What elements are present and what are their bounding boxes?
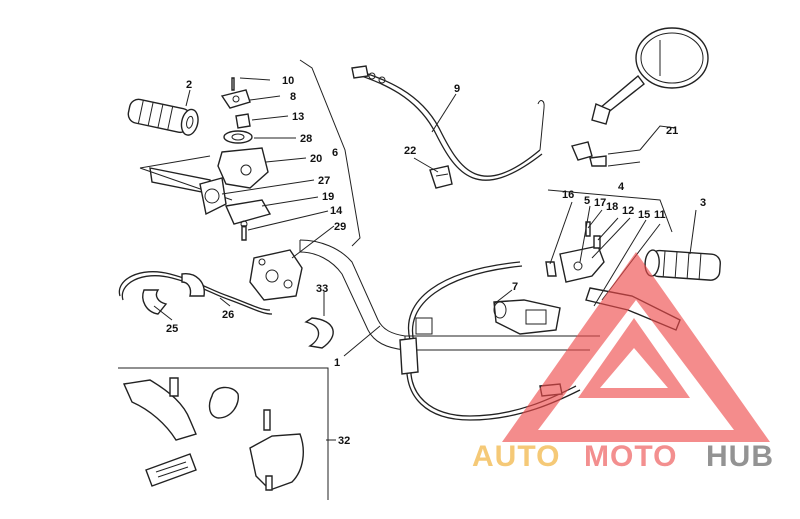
part-number-label: 13 — [292, 111, 304, 123]
right-grip — [644, 249, 721, 281]
watermark-word-moto: MOTO — [584, 440, 677, 473]
part-number-label: 26 — [222, 309, 234, 321]
handlebar — [299, 239, 600, 351]
part-number-labels: 1 2 3 4 5 6 7 8 9 10 11 12 13 14 15 16 1… — [166, 75, 706, 447]
part-number-label: 29 — [334, 221, 346, 233]
part-number-label: 33 — [316, 283, 328, 295]
watermark-logo: AUTO MOTO HUB — [472, 252, 774, 473]
hand-guard-kit-box — [118, 367, 329, 500]
mirror — [571, 27, 709, 167]
part-number-label: 19 — [322, 191, 334, 203]
part-number-label: 14 — [330, 205, 343, 217]
part-number-label: 11 — [654, 209, 666, 221]
part-number-label: 21 — [666, 125, 678, 137]
part-number-label: 12 — [622, 205, 634, 217]
part-number-label: 5 — [584, 195, 590, 207]
part-number-label: 15 — [638, 209, 650, 221]
cable-tie — [429, 165, 453, 189]
master-cylinder — [493, 299, 561, 335]
part-number-label: 22 — [404, 145, 416, 157]
upper-cable — [351, 65, 545, 181]
watermark-triangle — [502, 252, 770, 442]
part-number-label: 3 — [700, 197, 706, 209]
part-number-label: 18 — [606, 201, 618, 213]
part-number-label: 17 — [594, 197, 606, 209]
part-number-label: 20 — [310, 153, 322, 165]
cable-clip — [304, 317, 334, 349]
part-number-label: 27 — [318, 175, 330, 187]
part-number-label: 2 — [186, 79, 192, 91]
part-number-label: 7 — [512, 281, 518, 293]
part-number-label: 32 — [338, 435, 350, 447]
group-bracket-6 — [299, 59, 361, 247]
part-number-label: 10 — [282, 75, 294, 87]
watermark-triangle-inner — [578, 318, 690, 398]
wiring-harness — [118, 271, 273, 315]
watermark-word-hub: HUB — [706, 440, 774, 473]
part-number-label: 8 — [290, 91, 296, 103]
part-number-label: 9 — [454, 83, 460, 95]
part-number-label: 16 — [562, 189, 574, 201]
part-number-label: 25 — [166, 323, 178, 335]
right-switch-housing — [249, 249, 303, 301]
part-number-label: 28 — [300, 133, 312, 145]
watermark-word-auto: AUTO — [472, 440, 560, 473]
left-grip — [127, 89, 199, 136]
part-number-label: 6 — [332, 147, 338, 159]
part-number-label: 4 — [618, 181, 625, 193]
part-number-label: 1 — [334, 357, 340, 369]
left-switch-housing — [199, 77, 272, 241]
